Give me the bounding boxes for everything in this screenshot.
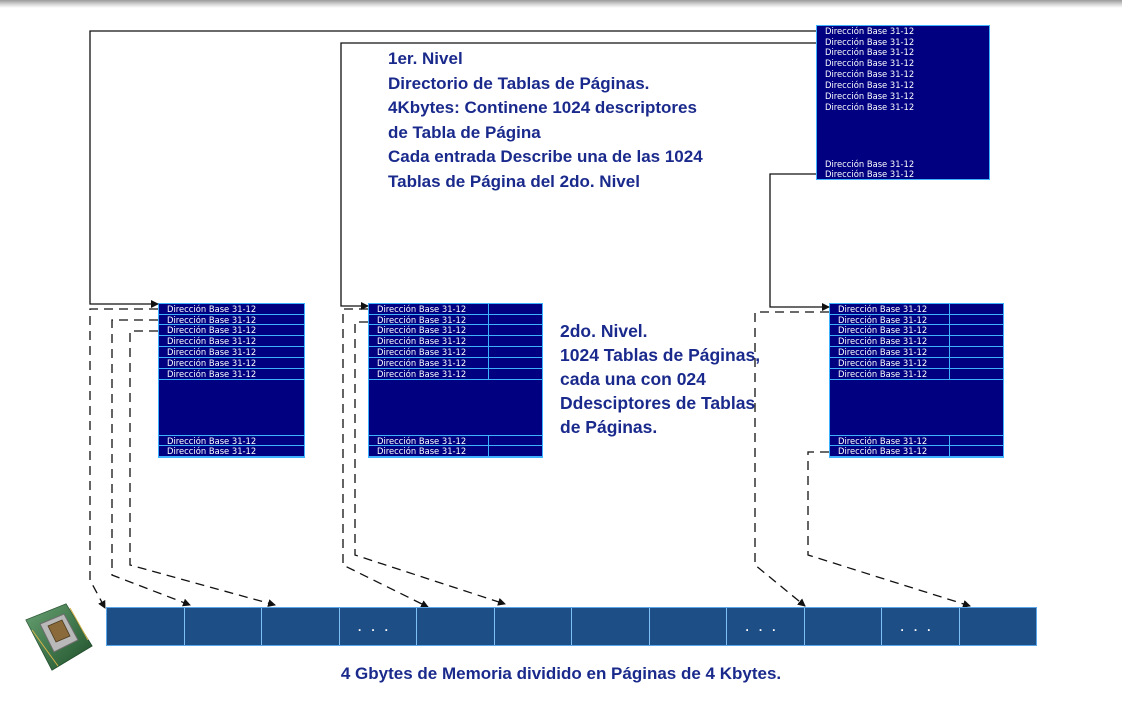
cpu-chip-icon [18, 600, 98, 678]
memory-caption: 4 Gbytes de Memoria dividido en Páginas … [340, 664, 782, 683]
memory-page [805, 608, 882, 645]
page-table-entry: Dirección Base 31-12 [159, 314, 304, 325]
memory-page [650, 608, 727, 645]
level2-line: de Páginas. [560, 417, 658, 437]
page-table-entry: Dirección Base 31-12 [159, 336, 304, 347]
page-table-entry: Dirección Base 31-12 [159, 369, 304, 380]
level1-line: Cada entrada Describe una de las 1024 [388, 147, 703, 166]
page-table-entry: Dirección Base 31-12 [369, 347, 542, 358]
page-pointer-arrow [89, 308, 158, 609]
page-table-entry: Dirección Base 31-12 [369, 358, 542, 369]
page-table-entry: Dirección Base 31-12 [159, 446, 304, 457]
page-table-entry: Dirección Base 31-12 [369, 369, 542, 380]
level1-line: 1er. Nivel [388, 49, 463, 68]
directory-pointer-arrow [769, 173, 830, 311]
level2-line: cada una con 024 [560, 369, 706, 389]
memory-page [262, 608, 340, 645]
page-directory-table: Dirección Base 31-12 Dirección Base 31-1… [816, 25, 990, 180]
page-table-entry: Dirección Base 31-12 [830, 325, 1003, 336]
page-table-2: Dirección Base 31-12 Dirección Base 31-1… [368, 303, 543, 458]
page-table-entry: Dirección Base 31-12 [830, 314, 1003, 325]
page-table-entry: Dirección Base 31-12 [159, 325, 304, 336]
page-table-1: Dirección Base 31-12 Dirección Base 31-1… [158, 303, 305, 458]
level2-line: 1024 Tablas de Páginas, [560, 345, 761, 365]
level1-description: 1er. Nivel Directorio de Tablas de Págin… [388, 47, 703, 194]
memory-ellipsis: ... [900, 620, 941, 634]
page-table-entry: Dirección Base 31-12 [830, 369, 1003, 380]
page-table-entry: Dirección Base 31-12 [830, 435, 1003, 446]
slide-top-shadow [0, 0, 1122, 8]
memory-ellipsis: ... [745, 620, 786, 634]
level2-line: Ddesciptores de Tablas [560, 393, 756, 413]
memory-page [185, 608, 262, 645]
memory-page [572, 608, 650, 645]
page-table-entry: Dirección Base 31-12 [830, 446, 1003, 457]
memory-page: ... [727, 608, 805, 645]
page-table-3: Dirección Base 31-12 Dirección Base 31-1… [829, 303, 1004, 458]
page-table-entry: Dirección Base 31-12 [830, 358, 1003, 369]
level1-line: 4Kbytes: Continene 1024 descriptores [388, 98, 697, 117]
page-table-entry: Dirección Base 31-12 [369, 325, 542, 336]
level2-description: 2do. Nivel. 1024 Tablas de Páginas, cada… [560, 319, 760, 439]
level1-line: Directorio de Tablas de Páginas. [388, 73, 650, 93]
page-table-entry: Dirección Base 31-12 [830, 336, 1003, 347]
page-pointer-arrow [754, 311, 829, 607]
page-table-entry: Dirección Base 31-12 [159, 435, 304, 446]
memory-page [417, 608, 495, 645]
level2-line: 2do. Nivel. [560, 321, 648, 341]
memory-ellipsis: ... [357, 620, 398, 634]
page-table-entry: Dirección Base 31-12 [159, 358, 304, 369]
memory-page: ... [340, 608, 417, 645]
page-pointer-arrow [807, 451, 971, 608]
memory-page [495, 608, 572, 645]
level1-line: de Tabla de Página [388, 122, 541, 142]
page-table-entry: Dirección Base 31-12 [159, 347, 304, 358]
page-table-entry: Dirección Base 31-12 [369, 435, 542, 446]
memory-page [107, 608, 185, 645]
memory-pages-bar: ... ... ... [106, 607, 1037, 646]
memory-page: ... [882, 608, 960, 645]
page-table-entry: Dirección Base 31-12 [369, 336, 542, 347]
memory-page [960, 608, 1036, 645]
page-table-entry: Dirección Base 31-12 [830, 347, 1003, 358]
level1-line: Tablas de Página del 2do. Nivel [388, 171, 640, 191]
page-table-entry: Dirección Base 31-12 [369, 314, 542, 325]
page-table-entry: Dirección Base 31-12 [369, 446, 542, 457]
